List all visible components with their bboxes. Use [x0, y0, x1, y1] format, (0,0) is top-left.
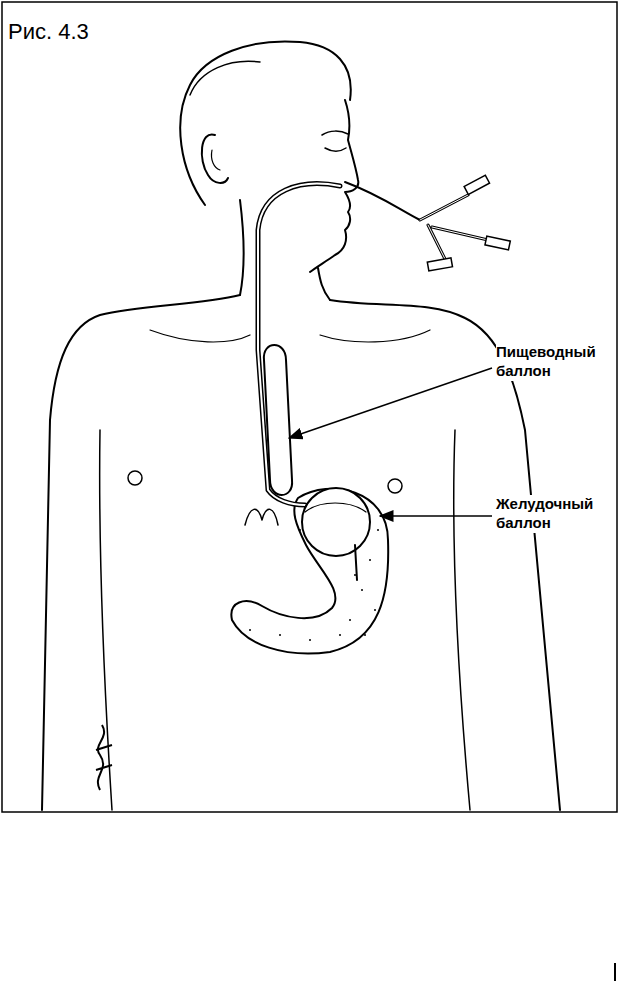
esophageal-balloon	[264, 345, 292, 495]
part-label: Желудочный баллон	[496, 495, 593, 533]
leader-line	[289, 368, 492, 438]
signature	[96, 725, 112, 790]
tube	[258, 175, 510, 580]
figure-title: Рис. 4.3	[8, 18, 89, 46]
gastric-balloon	[302, 488, 370, 556]
part-label: Пищеводный баллон	[496, 343, 596, 381]
leader-line	[380, 515, 492, 517]
frame	[2, 2, 617, 812]
page-mark	[614, 963, 616, 981]
body-outline	[42, 41, 560, 810]
